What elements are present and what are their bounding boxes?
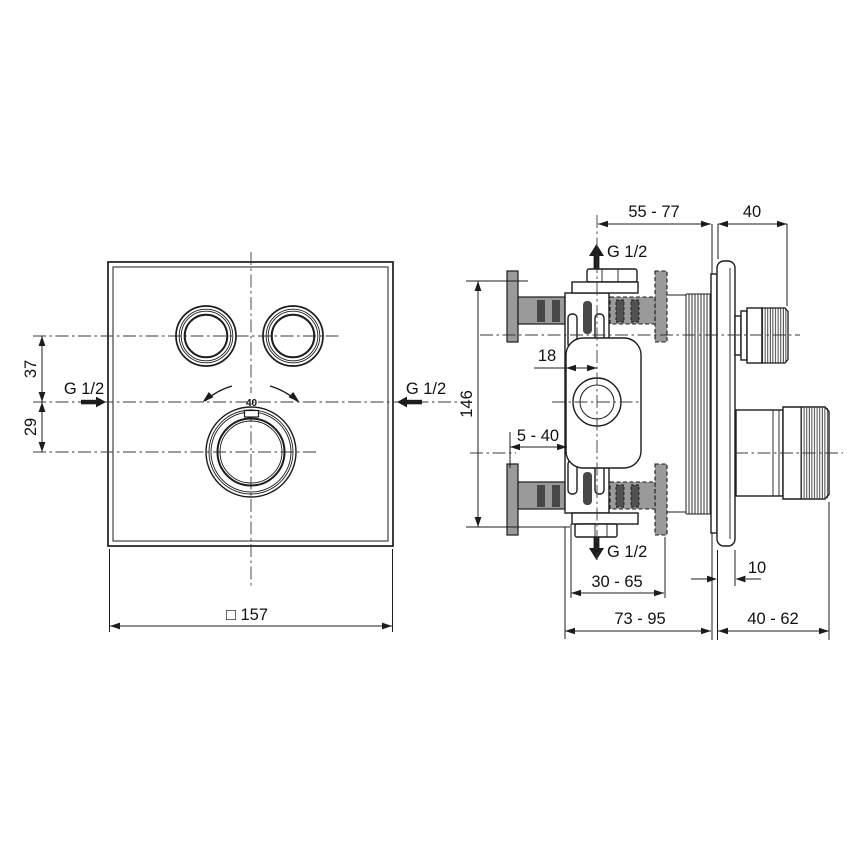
button-outer-ring (262, 305, 324, 367)
trim-plate (107, 261, 394, 547)
faceplate (710, 260, 736, 547)
dim-arrow-up (38, 336, 46, 346)
wall-brackets (506, 270, 668, 536)
outlet-arrow-bottom-shaft (593, 536, 600, 550)
dim-18-label: 18 (538, 347, 556, 365)
dim-29-label: 29 (22, 418, 40, 436)
inlet-arrow-left-icon (96, 396, 106, 408)
dim-projection: 40 - 62 (718, 502, 830, 640)
handle-knurled-cap (761, 307, 789, 364)
trim-plate-outer-edge (107, 261, 394, 547)
union-top (571, 268, 639, 294)
trim-plate-inner-edge (112, 266, 389, 542)
handle-neck (734, 315, 742, 356)
fixing-slots (537, 299, 640, 508)
button-face (270, 313, 316, 359)
dim-total-depth: 73 - 95 (564, 527, 711, 639)
outlet-top: G 1/2 (589, 243, 647, 269)
dim-port-offsets: 37 29 (22, 336, 46, 452)
inlet-right: G 1/2 (397, 380, 446, 408)
inlet-arrow-right-shaft (406, 399, 422, 405)
inlet-arrow-right-icon (397, 396, 407, 408)
dim-recess-depth: 30 - 65 (570, 524, 666, 598)
dim-157-label: □ 157 (226, 606, 268, 624)
diverter-handle (734, 307, 789, 364)
dim-55-77-label: 55 - 77 (628, 203, 679, 221)
union-nut-top (586, 268, 638, 283)
knob-face (219, 420, 283, 484)
dim-arrow-up (38, 402, 46, 412)
inlet-arrow-left-shaft (81, 399, 97, 405)
dim-73-95-label: 73 - 95 (614, 610, 665, 628)
front-centerlines (33, 252, 459, 588)
outlet-arrow-bottom-icon (589, 548, 604, 560)
handle-ring (740, 310, 748, 361)
flange-bottom (571, 512, 639, 525)
plate-slot-dark (583, 472, 592, 505)
outlet-bottom: G 1/2 (589, 536, 647, 561)
button-ring (265, 308, 321, 364)
inlet-right-label: G 1/2 (406, 380, 446, 398)
faceplate-back-flange (710, 273, 718, 534)
dim-trim-depth: 40 (717, 203, 788, 306)
knob-outer-ring (205, 406, 297, 498)
dim-5-40-label: 5 - 40 (517, 427, 559, 445)
button-ring (267, 310, 319, 362)
inlet-left-label: G 1/2 (64, 380, 104, 398)
dim-arrow-right (382, 622, 392, 630)
handle-cylinder (746, 307, 763, 364)
side-centerlines (470, 215, 843, 560)
bracket-plate-top-right-dashed (654, 270, 668, 343)
faceplate-body (716, 260, 736, 547)
flange-top (571, 281, 639, 294)
inlet-left: G 1/2 (64, 380, 106, 408)
button-ring (180, 310, 232, 362)
union-nut-bottom (574, 523, 618, 538)
button-outer-ring (175, 305, 237, 367)
temperature-knob: 40 (202, 385, 300, 498)
dim-30-65-label: 30 - 65 (591, 573, 642, 591)
bracket-plate-bottom-right-dashed (654, 463, 668, 536)
rotation-arrow-left (202, 392, 214, 403)
bracket-plate-bottom-left (506, 463, 519, 536)
dim-40-62-label: 40 - 62 (747, 610, 798, 628)
knob-position-tick (243, 409, 260, 418)
bracket-plate-top-left (506, 270, 519, 343)
dim-wall-thickness: 5 - 40 (509, 427, 567, 468)
side-view: G 1/2 G 1/2 55 - 77 40 14 (458, 203, 843, 640)
dim-arrow-left (110, 622, 120, 630)
dim-plate-thickness: 10 (691, 550, 766, 640)
function-button-left (175, 305, 237, 367)
dim-center-offset: 18 (534, 347, 597, 372)
dim-depth-to-wall: 55 - 77 (598, 203, 711, 228)
knob-temperature-label: 40 (246, 398, 258, 409)
front-view: 40 G 1/2 G 1/2 37 29 □ 157 (22, 252, 459, 632)
function-button-right (262, 305, 324, 367)
dim-plate-width: □ 157 (109, 549, 393, 632)
button-face (183, 313, 229, 359)
outlet-arrow-top-shaft (593, 255, 600, 269)
dim-146-label: 146 (458, 390, 476, 418)
dim-arrow-down (38, 392, 46, 402)
union-bottom (571, 512, 639, 538)
dim-40-label: 40 (743, 203, 761, 221)
button-ring (178, 308, 234, 364)
dim-37-label: 37 (22, 360, 40, 378)
protective-sleeve (685, 293, 711, 515)
cartridge-body (565, 337, 642, 469)
dim-10-label: 10 (748, 559, 766, 577)
outlet-arrow-top-icon (589, 244, 604, 256)
dim-arrow-down (38, 442, 46, 452)
outlet-bottom-label: G 1/2 (607, 543, 647, 561)
outlet-top-label: G 1/2 (607, 243, 647, 261)
knob-grip (216, 417, 286, 487)
dim-overall-height: 146 (458, 280, 570, 528)
rotation-arrow-right (288, 392, 300, 403)
plate-slot-dark (583, 301, 592, 334)
